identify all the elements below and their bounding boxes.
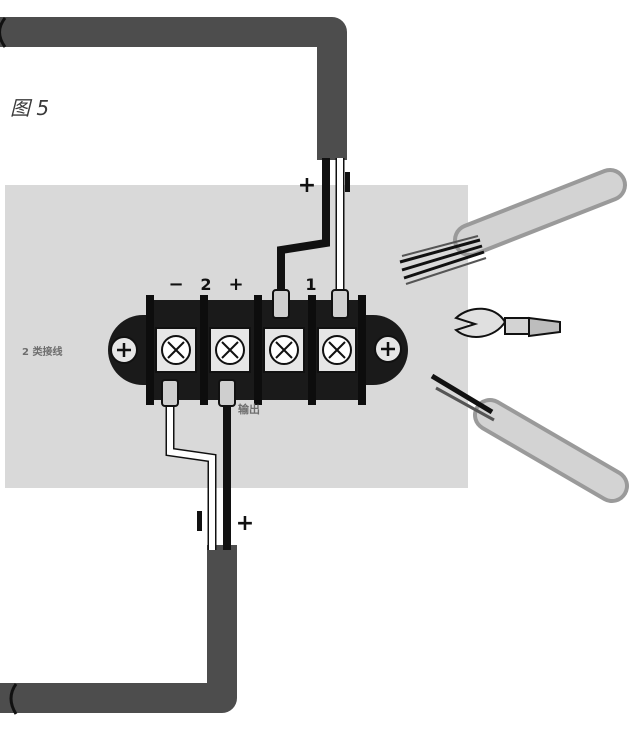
spade-lug [453,307,561,338]
lug-top-black [272,289,290,319]
bottom-minus-mark [197,511,202,531]
figure-label: 图 5 [10,96,50,120]
terminal-2-minus [155,327,197,373]
terminal-1-left [263,327,305,373]
stranded-wire [399,168,627,285]
solid-wire [430,373,629,503]
bottom-plus-label: + [236,511,254,536]
bottom-cable-end [9,683,18,715]
group2-minus-label: − [168,274,183,295]
side-label: 2 类接线 [22,345,62,358]
top-cable-end [0,17,7,48]
barrier [146,295,154,405]
output-label: 输出 [238,402,260,416]
top-cable [0,17,347,160]
barrier [358,295,366,405]
bottom-white-wire [167,403,215,550]
bottom-cable [0,545,237,713]
top-plus-label: + [298,173,316,198]
lug-bottom-black [218,379,236,407]
barrier [200,295,208,405]
group2-number-label: 2 [200,275,211,294]
top-minus-mark [345,172,350,192]
top-black-wire [277,158,330,292]
barrier [308,295,316,405]
barrier [254,295,262,405]
terminal-2-plus [209,327,251,373]
terminal-1-right [317,327,357,373]
group2-plus-label: + [228,274,243,295]
lug-top-white [331,289,349,319]
lug-bottom-white [161,379,179,407]
group1-number-label: 1 [305,275,316,294]
